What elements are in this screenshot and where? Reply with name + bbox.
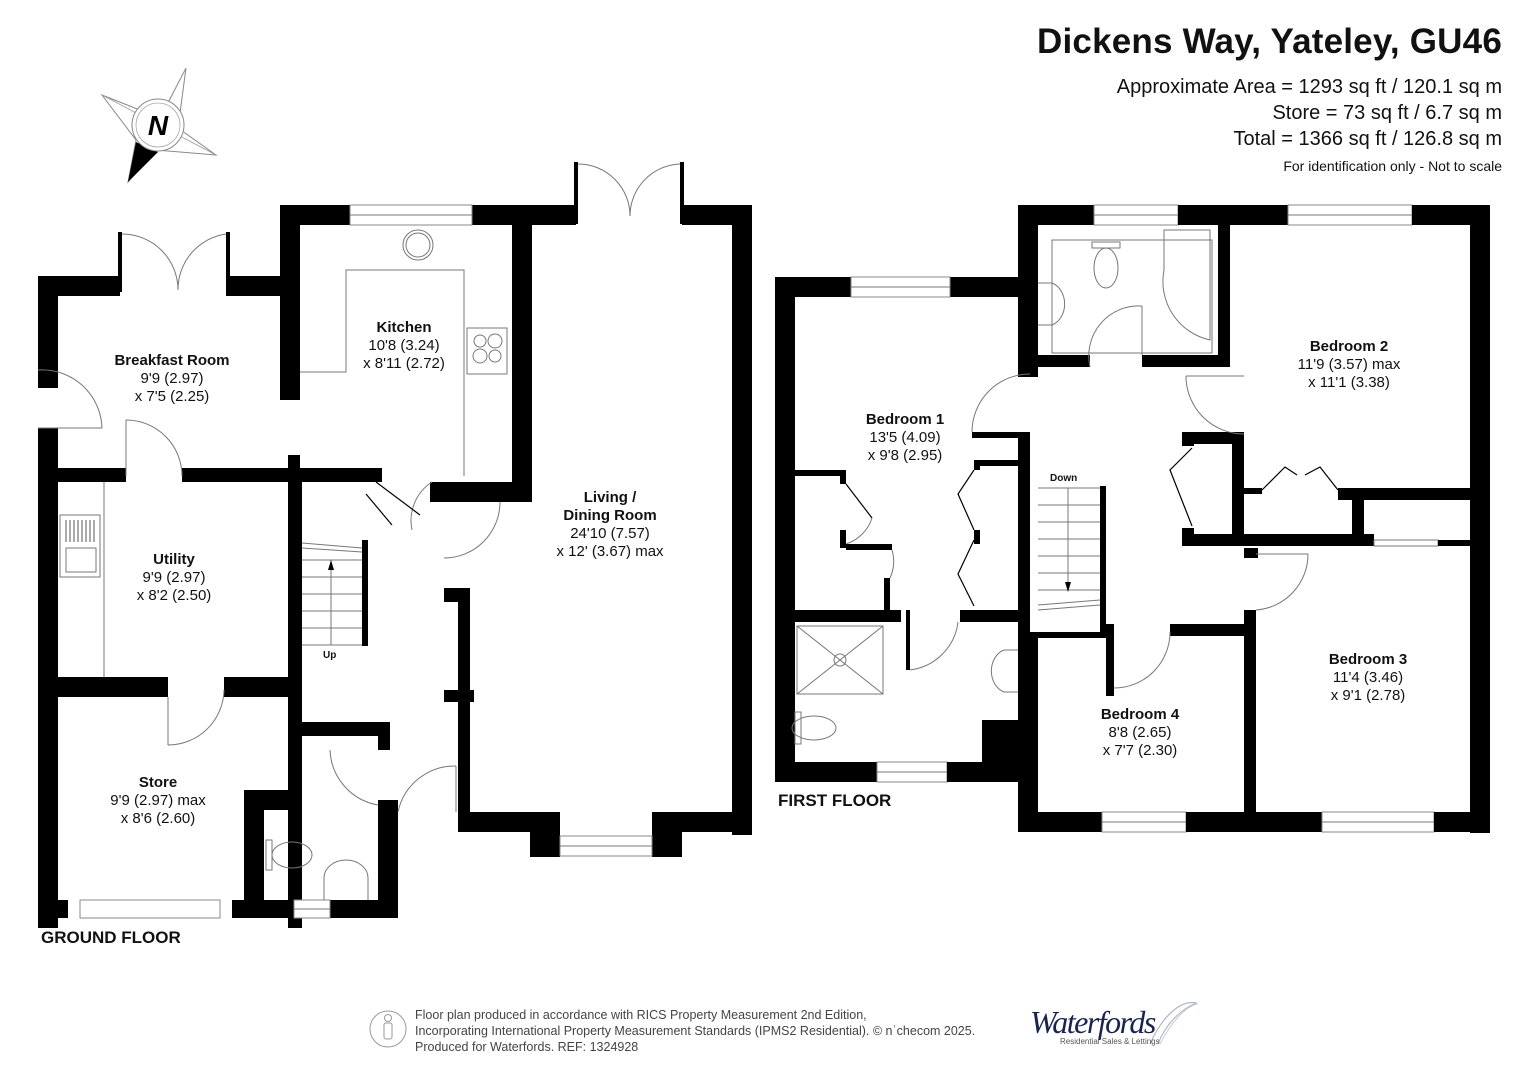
svg-text:N: N	[148, 110, 169, 141]
room-name-line-2: Dining Room	[563, 507, 657, 524]
room-name: Kitchen	[376, 319, 432, 336]
scale-note: For identification only - Not to scale	[1283, 158, 1502, 174]
footer-line-2: Incorporating International Property Mea…	[415, 1024, 976, 1038]
room-breakfast-room: Breakfast Room 9'9 (2.97) x 7'5 (2.25)	[114, 352, 229, 406]
area-summary: Approximate Area = 1293 sq ft / 120.1 sq…	[1117, 74, 1502, 152]
room-dim-1: 8'8 (2.65)	[1108, 724, 1172, 741]
room-name: Living /	[583, 489, 637, 506]
room-name: Bedroom 3	[1328, 651, 1408, 668]
ground-floor-plan	[37, 162, 752, 928]
property-title: Dickens Way, Yateley, GU46	[1037, 22, 1502, 61]
room-dim-1: 9'9 (2.97) max	[110, 792, 206, 809]
room-dim-2: x 9'1 (2.78)	[1330, 687, 1406, 704]
room-dim-1: 11'4 (3.46)	[1332, 669, 1404, 686]
person-outline-icon	[369, 1010, 407, 1048]
room-bedroom-2: Bedroom 2 11'9 (3.57) max x 11'1 (3.38)	[1298, 338, 1401, 392]
first-floor-label: FIRST FLOOR	[778, 791, 892, 810]
area-total: Total = 1366 sq ft / 126.8 sq m	[1233, 128, 1503, 150]
room-utility: Utility 9'9 (2.97) x 8'2 (2.50)	[137, 551, 212, 605]
brand-tagline: Residential Sales & Lettings	[1060, 1037, 1160, 1046]
area-store: Store = 73 sq ft / 6.7 sq m	[1272, 102, 1502, 124]
room-bedroom-1: Bedroom 1 13'5 (4.09) x 9'8 (2.95)	[866, 411, 944, 465]
first-floor-plan	[775, 204, 1490, 833]
room-living-dining: Living / Dining Room 24'10 (7.57) x 12' …	[556, 489, 663, 561]
footer-line-3: Produced for Waterfords. REF: 1324928	[415, 1040, 639, 1054]
room-dim-2: x 8'6 (2.60)	[120, 810, 196, 827]
room-name: Breakfast Room	[114, 352, 230, 369]
area-approximate: Approximate Area = 1293 sq ft / 120.1 sq…	[1116, 76, 1502, 98]
room-kitchen: Kitchen 10'8 (3.24) x 8'11 (2.72)	[363, 319, 445, 373]
room-dim-2: x 8'11 (2.72)	[363, 355, 445, 372]
room-dim-2: x 7'5 (2.25)	[134, 388, 210, 405]
room-name: Bedroom 1	[865, 411, 945, 428]
room-dim-1: 13'5 (4.09)	[869, 429, 941, 446]
stairs-up-label: Up	[323, 650, 337, 661]
north-compass-icon: N	[100, 67, 218, 184]
room-dim-2: x 9'8 (2.95)	[867, 447, 943, 464]
room-bedroom-4: Bedroom 4 8'8 (2.65) x 7'7 (2.30)	[1101, 706, 1179, 760]
room-dim-2: x 7'7 (2.30)	[1102, 742, 1178, 759]
room-dim-2: x 11'1 (3.38)	[1308, 374, 1390, 391]
room-bedroom-3: Bedroom 3 11'4 (3.46) x 9'1 (2.78)	[1329, 651, 1407, 705]
room-name: Bedroom 4	[1100, 706, 1180, 723]
room-dim-1: 10'8 (3.24)	[368, 337, 440, 354]
agent-brand-logo: Waterfords Residential Sales & Lettings	[1030, 1004, 1160, 1046]
brand-swoosh-icon	[1149, 1001, 1199, 1045]
ground-floor-label: GROUND FLOOR	[41, 928, 181, 947]
brand-name: Waterfords	[1030, 1004, 1156, 1040]
room-dim-1: 24'10 (7.57)	[570, 525, 650, 542]
room-dim-2: x 8'2 (2.50)	[136, 587, 212, 604]
footer-disclaimer: Floor plan produced in accordance with R…	[415, 1007, 975, 1055]
room-name: Bedroom 2	[1309, 338, 1389, 355]
footer-line-1: Floor plan produced in accordance with R…	[415, 1008, 867, 1022]
room-dim-1: 11'9 (3.57) max	[1297, 356, 1401, 373]
room-dim-2: x 12' (3.67) max	[556, 543, 664, 560]
room-name: Utility	[153, 551, 195, 568]
room-dim-1: 9'9 (2.97)	[140, 370, 204, 387]
room-store: Store 9'9 (2.97) max x 8'6 (2.60)	[110, 774, 205, 828]
stairs-down-label: Down	[1050, 473, 1078, 484]
room-dim-1: 9'9 (2.97)	[142, 569, 206, 586]
room-name: Store	[138, 774, 178, 791]
